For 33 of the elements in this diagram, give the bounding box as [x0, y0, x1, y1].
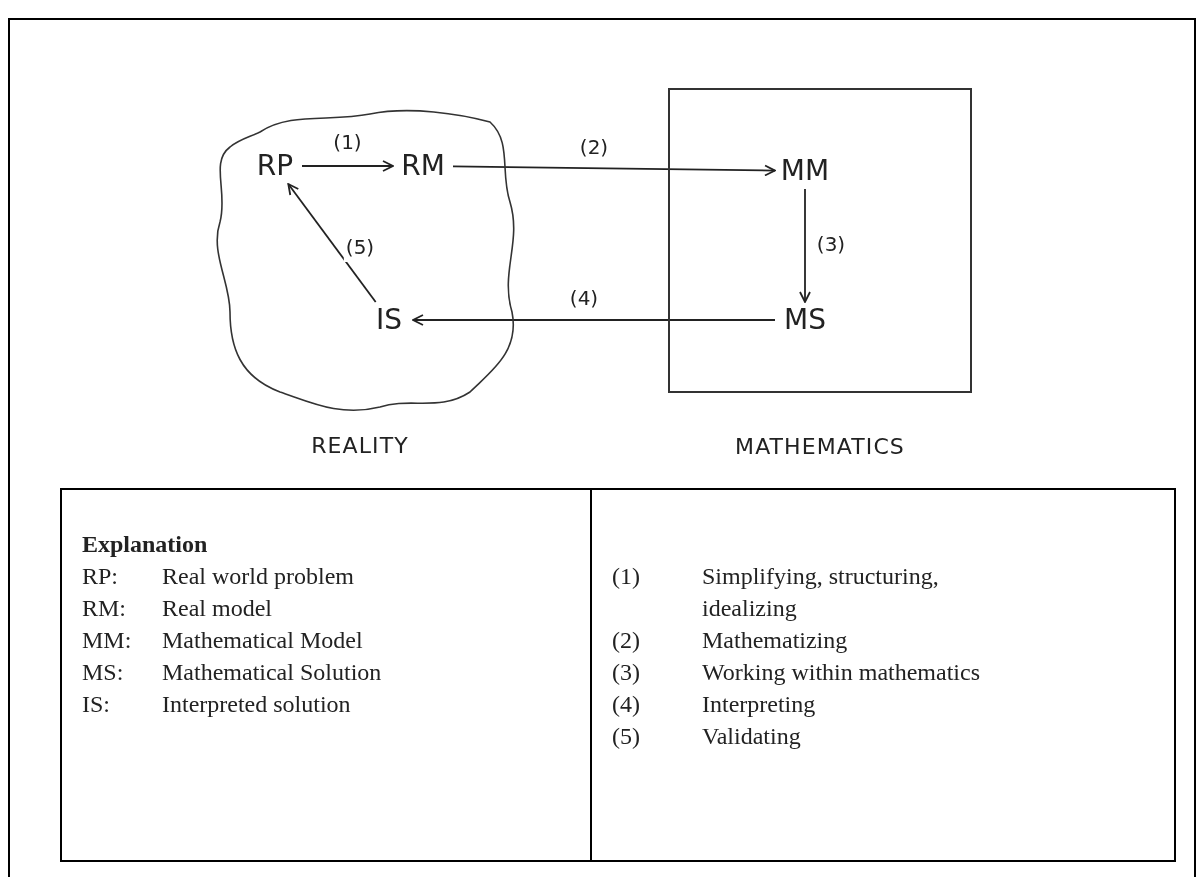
definition: Mathematical Solution [162, 658, 382, 687]
definition: Interpreted solution [162, 690, 351, 719]
step-description: Mathematizing [702, 626, 849, 655]
definition: Real world problem [162, 562, 354, 591]
definition: Mathematical Model [162, 626, 363, 655]
abbreviation: MM: [82, 626, 133, 655]
arrow [452, 164, 776, 177]
step-description: Simplifying, structuring, idealizing [702, 562, 940, 623]
definition: Real model [162, 594, 272, 623]
arrow [301, 160, 394, 172]
step-description: Working within mathematics [702, 658, 981, 687]
abbreviation: MS: [82, 658, 125, 687]
node-label: IS [365, 302, 413, 338]
arrow [412, 314, 776, 326]
arrow [799, 188, 811, 303]
step-number: (1) [612, 562, 641, 591]
node-label: MM [775, 153, 835, 189]
step-description: Validating [702, 722, 802, 751]
abbreviation: IS: [82, 690, 111, 719]
table-heading: Explanation [82, 530, 209, 559]
abbreviation: RP: [82, 562, 120, 591]
region-label: REALITY [310, 432, 410, 460]
node-label: RM [393, 148, 453, 184]
node-label: MS [775, 302, 835, 338]
step-number: (3) [612, 658, 641, 687]
step-description: Interpreting [702, 690, 817, 719]
node-label: RP [248, 148, 302, 184]
abbreviation: RM: [82, 594, 127, 623]
step-number: (2) [612, 626, 641, 655]
step-number: (5) [612, 722, 641, 751]
region-label: MATHEMATICS [734, 433, 906, 461]
step-number: (4) [612, 690, 641, 719]
arrow [287, 183, 377, 303]
